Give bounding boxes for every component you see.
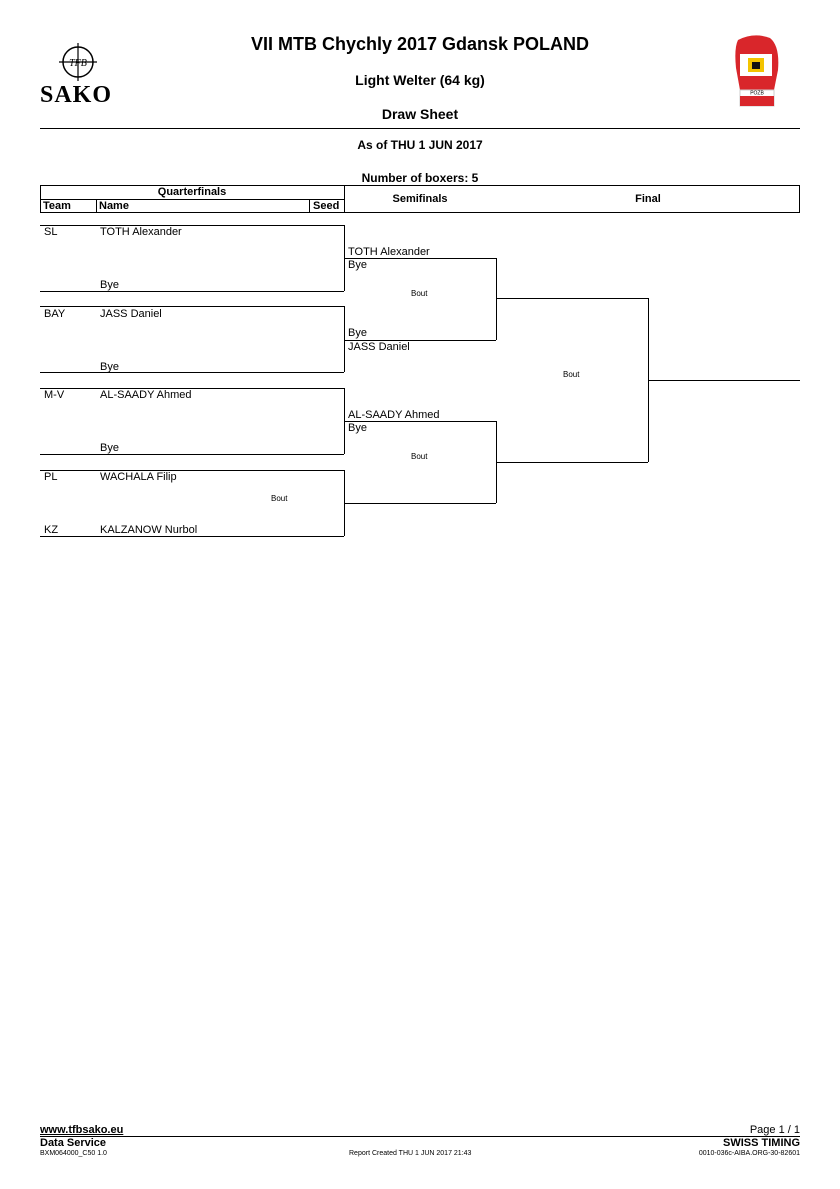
- boxer-count: Number of boxers: 5: [361, 171, 479, 185]
- qf7-team: PL: [44, 471, 58, 483]
- bracket-line: [40, 291, 344, 292]
- bracket-line: [496, 462, 648, 463]
- qf3-team: BAY: [44, 308, 66, 320]
- bracket-line: [40, 536, 344, 537]
- bracket-line: [40, 306, 344, 307]
- semifinals-header: Semifinals: [392, 193, 448, 205]
- bracket-line: [496, 258, 497, 340]
- bracket-line: [496, 298, 648, 299]
- website-link[interactable]: www.tfbsako.eu: [40, 1124, 124, 1136]
- sf3-note: Bye: [348, 422, 367, 434]
- name-header: Name: [99, 200, 129, 212]
- sheet-title: Draw Sheet: [381, 106, 459, 122]
- page-number: Page 1 / 1: [749, 1124, 800, 1136]
- bracket-line: [344, 340, 496, 341]
- qf-bout-label: Bout: [271, 494, 288, 503]
- svg-text:POZB: POZB: [750, 91, 764, 97]
- sf1-name: TOTH Alexander: [348, 246, 430, 258]
- bracket-line: [40, 388, 344, 389]
- sf2-name: JASS Daniel: [348, 341, 410, 353]
- document-code: BXM064000_C50 1.0: [40, 1150, 107, 1157]
- final-bout-label: Bout: [563, 370, 580, 379]
- footer-divider: [40, 1136, 800, 1137]
- qf5-team: M-V: [44, 389, 65, 401]
- sf2-bout-label: Bout: [411, 452, 428, 461]
- qf5-name: AL-SAADY Ahmed: [100, 389, 192, 401]
- qf4-name: Bye: [100, 361, 119, 373]
- svg-text:TFB: TFB: [69, 58, 87, 69]
- bracket-line: [344, 306, 345, 372]
- qf8-name: KALZANOW Nurbol: [100, 524, 198, 536]
- glove-logo: POZB: [726, 32, 786, 112]
- data-service: Data Service: [40, 1137, 107, 1149]
- reference-code: 0010-036c-AIBA.ORG-30-82601: [698, 1150, 800, 1157]
- crosshair-icon: TFB: [59, 43, 97, 81]
- sf1-note: Bye: [348, 259, 367, 271]
- qf1-team: SL: [44, 226, 58, 238]
- bracket-line: [40, 470, 344, 471]
- bracket-line: [40, 454, 344, 455]
- seed-header: Seed: [313, 200, 340, 212]
- qf1-name: TOTH Alexander: [100, 226, 182, 238]
- bracket-line: [344, 421, 496, 422]
- qf3-name: JASS Daniel: [100, 308, 162, 320]
- final-header: Final: [635, 193, 661, 205]
- qf2-name: Bye: [100, 279, 119, 291]
- bracket-line: [40, 372, 344, 373]
- swiss-timing: SWISS TIMING: [723, 1137, 800, 1149]
- qf6-name: Bye: [100, 442, 119, 454]
- sf1-bout-label: Bout: [411, 289, 428, 298]
- header-divider: [40, 128, 800, 129]
- qf8-team: KZ: [44, 524, 59, 536]
- as-of-date: As of THU 1 JUN 2017: [357, 138, 483, 152]
- boxing-glove-icon: POZB: [735, 35, 779, 107]
- sf3-name: AL-SAADY Ahmed: [348, 409, 440, 421]
- report-created: Report Created THU 1 JUN 2017 21:43: [349, 1150, 472, 1157]
- bracket-line: [344, 503, 496, 504]
- weight-class: Light Welter (64 kg): [355, 72, 485, 88]
- bracket-line: [344, 258, 496, 259]
- bracket-line: [40, 225, 344, 226]
- qf7-name: WACHALA Filip: [100, 471, 177, 483]
- divider: [40, 199, 344, 200]
- quarterfinals-header: Quarterfinals: [157, 186, 227, 198]
- event-title: VII MTB Chychly 2017 Gdansk POLAND: [250, 34, 590, 54]
- team-header: Team: [43, 200, 71, 212]
- divider: [96, 199, 97, 213]
- tfb-logo: TFB SAKO: [40, 40, 126, 110]
- sf2-note: Bye: [348, 327, 367, 339]
- logo-text: SAKO: [40, 82, 113, 108]
- winner-line: [648, 380, 800, 381]
- divider: [344, 185, 345, 213]
- divider: [309, 199, 310, 213]
